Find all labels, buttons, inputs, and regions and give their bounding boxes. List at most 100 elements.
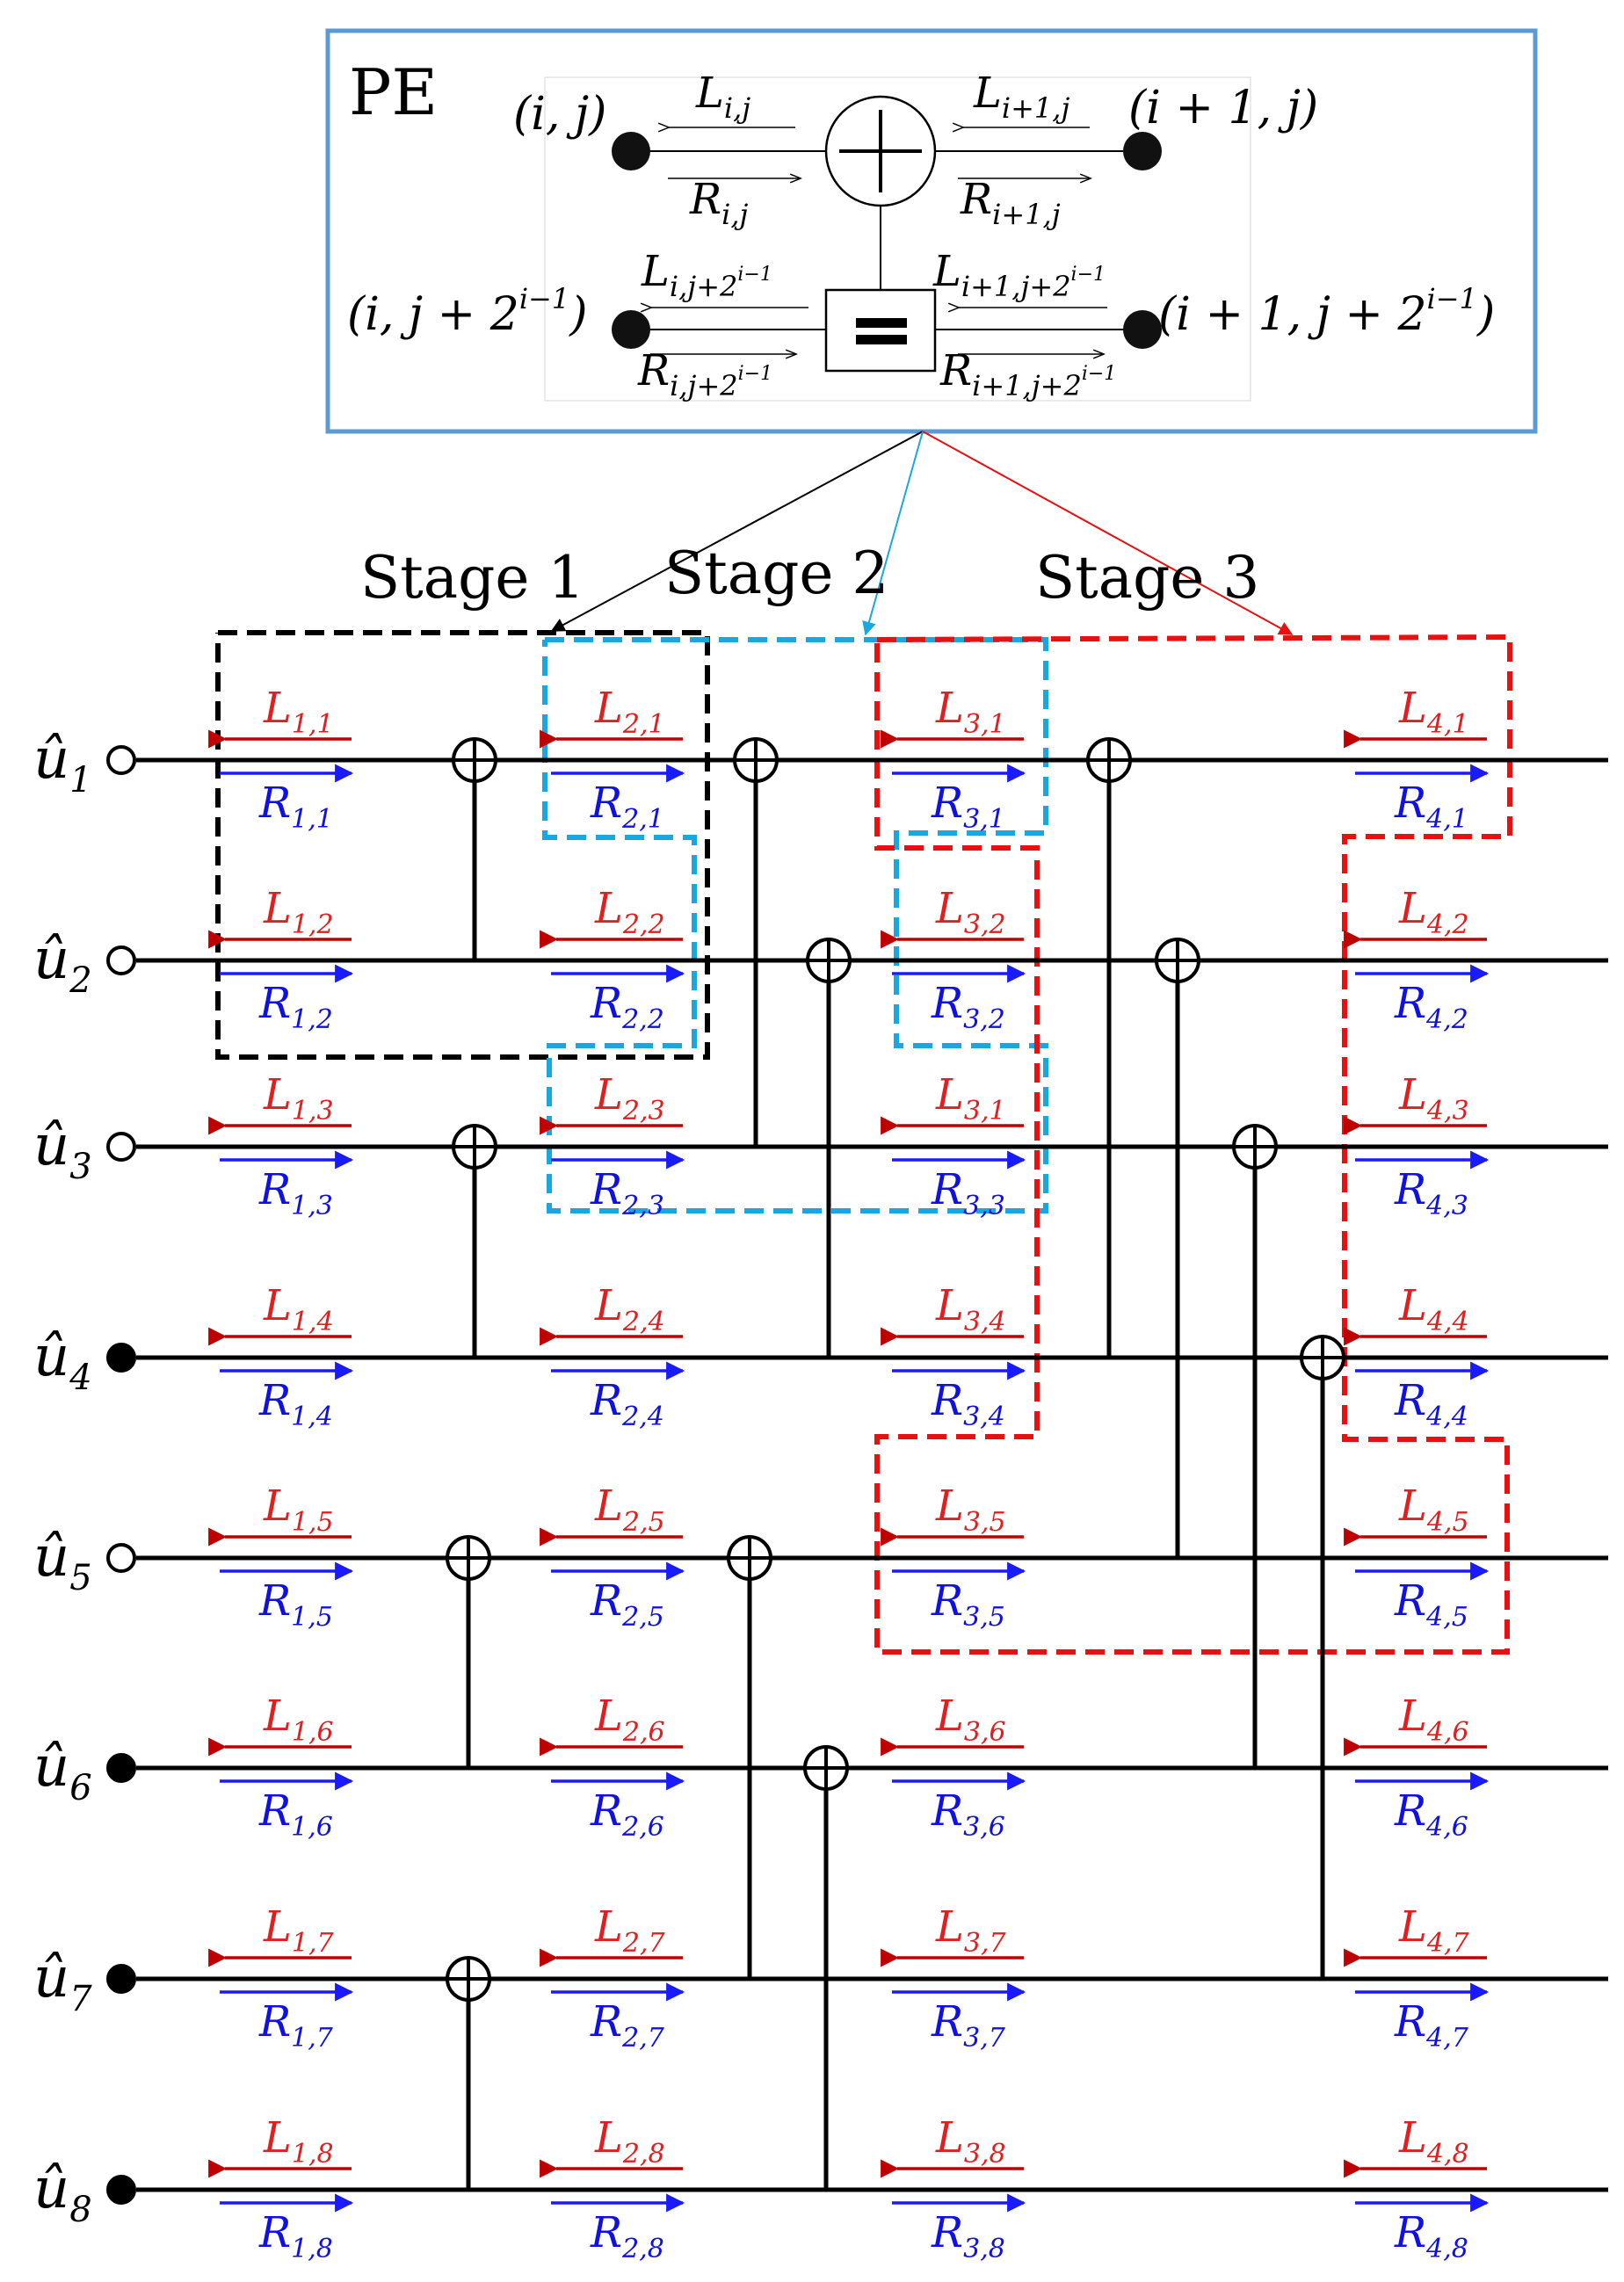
input-label-8: û8 <box>33 2156 92 2230</box>
labels-layer: L1,1R1,1L1,2R1,2L1,3R1,3L1,4R1,4L1,5R1,5… <box>208 684 1490 2264</box>
r-label-1-2: R1,2 <box>258 979 333 1035</box>
pe-label-r-i1j2: Ri+1,j+2i−1 <box>939 346 1116 402</box>
input-label-7: û7 <box>33 1945 92 2019</box>
r-label-4-7: R4,7 <box>1394 1997 1469 2054</box>
l-label-2-7: L2,7 <box>594 1902 665 1959</box>
r-label-1-8: R1,8 <box>258 2208 333 2264</box>
r-label-1-1: R1,1 <box>258 779 333 835</box>
pe-equality-icon <box>824 288 937 373</box>
xor-gate-icon <box>446 1535 491 1581</box>
r-label-1-6: R1,6 <box>258 1786 333 1843</box>
l-label-1-5: L1,5 <box>263 1481 334 1538</box>
input-node-open <box>106 745 136 775</box>
l-label-2-8: L2,8 <box>594 2113 665 2170</box>
pe-label-l-ij: Li,j <box>695 69 750 125</box>
r-label-3-5: R3,5 <box>931 1576 1005 1633</box>
r-label-3-8: R3,8 <box>931 2208 1005 2264</box>
l-label-2-3: L2,3 <box>594 1070 665 1127</box>
l-label-1-4: L1,4 <box>263 1281 334 1337</box>
r-label-4-3: R4,3 <box>1394 1165 1468 1221</box>
input-node-filled <box>106 1753 136 1783</box>
pointer-stage1 <box>550 431 924 632</box>
r-label-4-6: R4,6 <box>1394 1786 1468 1843</box>
r-label-3-4: R3,4 <box>931 1376 1005 1432</box>
input-label-5: û5 <box>33 1525 92 1598</box>
stage3-box <box>874 634 1512 1655</box>
l-label-1-8: L1,8 <box>263 2113 334 2170</box>
l-label-1-1: L1,1 <box>263 684 334 740</box>
r-label-2-1: R2,1 <box>590 779 664 835</box>
xor-gate-icon <box>727 1535 772 1581</box>
r-label-4-8: R4,8 <box>1394 2208 1468 2264</box>
r-label-1-3: R1,3 <box>258 1165 333 1221</box>
xor-gate-icon <box>446 1956 491 2002</box>
pointer-stage2 <box>862 431 924 636</box>
gates-layer <box>446 737 1345 2190</box>
input-node-open <box>106 1132 136 1162</box>
l-label-2-1: L2,1 <box>594 684 665 740</box>
input-node-open <box>106 945 136 975</box>
l-label-1-2: L1,2 <box>263 884 334 940</box>
pe-label-r-ij2: Ri,j+2i−1 <box>637 346 772 402</box>
xor-gate-icon <box>1086 737 1132 783</box>
pe-node-tr-label: (i + 1, j) <box>1128 82 1318 134</box>
r-label-2-5: R2,5 <box>590 1576 664 1633</box>
l-label-3-8: L3,8 <box>935 2113 1006 2170</box>
stage-title-2: Stage 2 <box>664 540 888 607</box>
xor-gate-icon <box>1300 1335 1345 1380</box>
input-label-4: û4 <box>33 1324 92 1398</box>
r-label-3-1: R3,1 <box>931 779 1005 835</box>
l-label-4-3: L4,3 <box>1398 1070 1469 1127</box>
l-label-2-5: L2,5 <box>594 1481 665 1538</box>
l-label-4-4: L4,4 <box>1398 1281 1469 1337</box>
r-label-2-7: R2,7 <box>590 1997 665 2054</box>
pe-label-r-ij: Ri,j <box>689 175 749 231</box>
xor-gate-icon <box>733 737 779 783</box>
inputs-layer: û1 û2 û3 û4 û5 û6 û7 û8 <box>33 727 136 2230</box>
pe-label-l-ij2: Li,j+2i−1 <box>641 247 772 303</box>
xor-gate-icon <box>803 1745 849 1791</box>
r-label-2-6: R2,6 <box>590 1786 664 1843</box>
l-label-4-7: L4,7 <box>1398 1902 1469 1959</box>
input-label-6: û6 <box>33 1735 92 1808</box>
xor-gate-icon <box>1155 938 1200 983</box>
r-label-2-2: R2,2 <box>590 979 664 1035</box>
pe-node-tl <box>612 132 650 170</box>
wires-layer <box>136 757 1608 2192</box>
l-label-3-1: L3,1 <box>935 684 1006 740</box>
stage-title-3: Stage 3 <box>1035 544 1259 612</box>
pe-node-br-label: (i + 1, j + 2i−1) <box>1158 282 1495 341</box>
input-node-filled <box>106 2175 136 2205</box>
r-label-4-1: R4,1 <box>1394 779 1468 835</box>
r-label-2-8: R2,8 <box>590 2208 664 2264</box>
pe-title: PE <box>349 55 438 129</box>
xor-gate-icon <box>1232 1124 1278 1170</box>
input-node-open <box>106 1543 136 1573</box>
l-label-4-2: L4,2 <box>1398 884 1469 940</box>
l-label-3-3: L3,1 <box>935 1070 1006 1127</box>
input-label-3: û3 <box>33 1113 92 1187</box>
r-label-3-3: R3,3 <box>931 1165 1005 1221</box>
l-label-2-4: L2,4 <box>594 1281 665 1337</box>
input-node-filled <box>106 1343 136 1373</box>
l-label-4-8: L4,8 <box>1398 2113 1469 2170</box>
r-label-3-7: R3,7 <box>931 1997 1006 2054</box>
input-label-1: û1 <box>33 727 92 801</box>
r-label-3-6: R3,6 <box>931 1786 1005 1843</box>
input-node-filled <box>106 1964 136 1994</box>
l-label-3-6: L3,6 <box>935 1692 1006 1748</box>
pe-node-br <box>1123 310 1162 349</box>
pe-label-l-i1j2: Li+1,j+2i−1 <box>932 247 1106 303</box>
stage1-box <box>215 630 710 1060</box>
r-label-4-2: R4,2 <box>1394 979 1468 1035</box>
r-label-1-4: R1,4 <box>258 1376 333 1432</box>
stage2-box <box>542 637 1048 1213</box>
r-label-2-4: R2,4 <box>590 1376 664 1432</box>
l-label-2-6: L2,6 <box>594 1692 665 1748</box>
l-label-4-5: L4,5 <box>1398 1481 1469 1538</box>
pe-node-tr <box>1123 132 1162 170</box>
l-label-1-6: L1,6 <box>263 1692 334 1748</box>
pe-xor-icon <box>824 95 937 207</box>
input-label-2: û2 <box>33 927 92 1001</box>
